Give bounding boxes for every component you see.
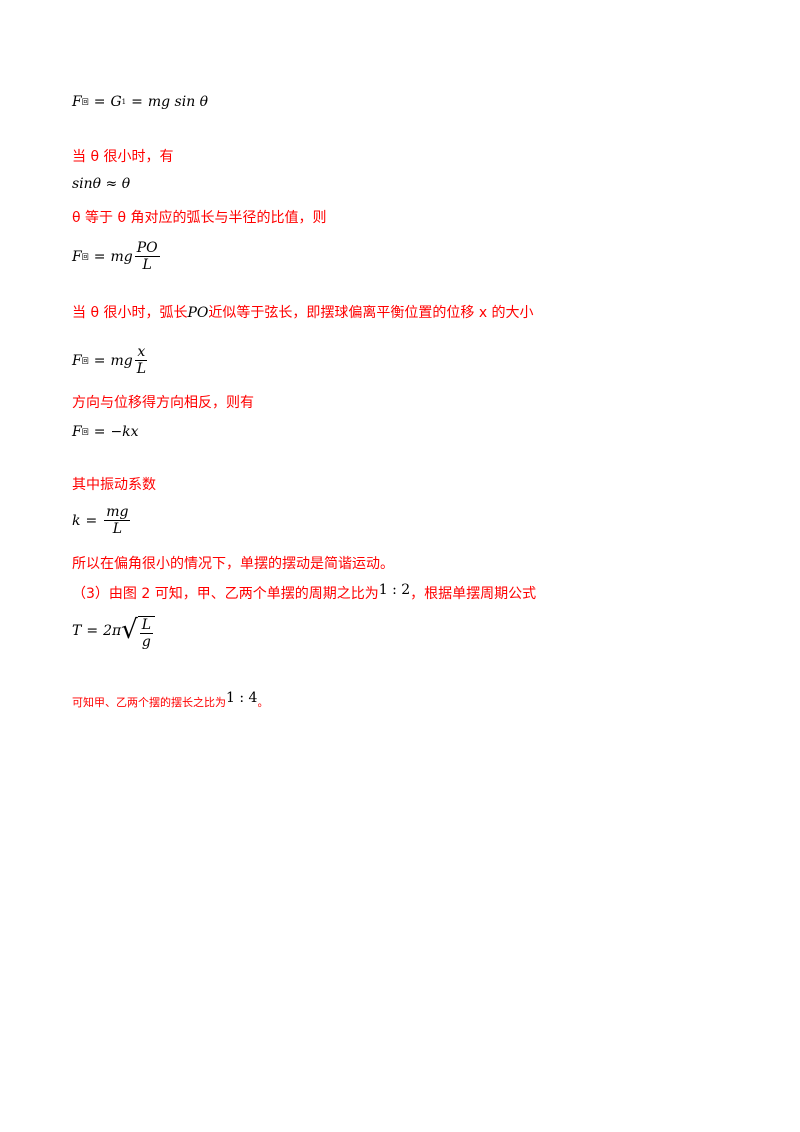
symbol-F: F	[72, 94, 82, 110]
equation-period: T = 2π √ L g	[72, 612, 156, 650]
fraction: L g	[139, 617, 154, 650]
radical-sign: √	[121, 615, 138, 645]
text-line: 当 θ 很小时，弧长PO近似等于弦长，即摆球偏离平衡位置的位移 x 的大小	[72, 304, 534, 322]
equation-spring-constant: k = mg L	[72, 504, 131, 537]
text-segment: 可知甲、乙两个摆的摆长之比为	[72, 696, 226, 709]
equation-text: sinθ ≈ θ	[72, 176, 131, 192]
symbol-G: G	[110, 94, 122, 110]
square-root: √ L g	[121, 612, 156, 650]
symbol-F: F	[72, 352, 82, 369]
equation-rhs: −kx	[110, 424, 139, 440]
text-line: 方向与位移得方向相反，则有	[72, 395, 254, 411]
subscript: 回	[81, 356, 89, 365]
length-ratio: 1 : 4	[226, 690, 258, 706]
fraction: PO L	[134, 240, 160, 273]
denominator: L	[112, 521, 122, 537]
numerator: PO	[134, 240, 160, 257]
denominator: g	[141, 634, 151, 650]
period-ratio: 1 : 2	[378, 582, 411, 598]
equation-small-angle: sinθ ≈ θ	[72, 176, 130, 192]
symbol-T: T	[72, 623, 82, 639]
coefficient: mg	[110, 352, 133, 369]
symbol-F: F	[72, 424, 82, 440]
fraction: x L	[135, 344, 148, 377]
symbol-F: F	[72, 248, 82, 265]
text-segment: 。	[257, 696, 269, 709]
text-segment: ，根据单摆周期公式	[410, 586, 537, 602]
text-segment: 当 θ 很小时，弧长	[72, 305, 188, 321]
symbol-k: k	[72, 512, 81, 529]
numerator: L	[139, 617, 154, 634]
subscript: 回	[81, 98, 89, 106]
subscript: 回	[81, 428, 89, 436]
numerator: mg	[104, 504, 131, 521]
text-line: 可知甲、乙两个摆的摆长之比为1 : 4。	[72, 690, 269, 712]
fraction: mg L	[104, 504, 131, 537]
text-line: 所以在偏角很小的情况下，单摆的摆动是简谐运动。	[72, 556, 394, 572]
text-line: （3）由图 2 可知，甲、乙两个单摆的周期之比为1 : 2，根据单摆周期公式	[72, 582, 537, 603]
subscript: 回	[81, 252, 89, 261]
text-segment: 近似等于弦长，即摆球偏离平衡位置的位移 x 的大小	[208, 305, 534, 321]
denominator: L	[136, 361, 146, 377]
text-segment: （3）由图 2 可知，甲、乙两个单摆的周期之比为	[72, 586, 379, 602]
denominator: L	[142, 257, 152, 273]
arc-po: PO	[187, 305, 209, 321]
text-line: θ 等于 θ 角对应的弧长与半径的比值，则	[72, 210, 327, 226]
equation-rhs: mg sin θ	[147, 94, 209, 110]
subscript: 1	[121, 98, 127, 106]
numerator: x	[135, 344, 148, 361]
coefficient: 2π	[103, 623, 122, 639]
text-line: 当 θ 很小时，有	[72, 149, 174, 165]
coefficient: mg	[110, 248, 133, 265]
text-line: 其中振动系数	[72, 477, 156, 493]
